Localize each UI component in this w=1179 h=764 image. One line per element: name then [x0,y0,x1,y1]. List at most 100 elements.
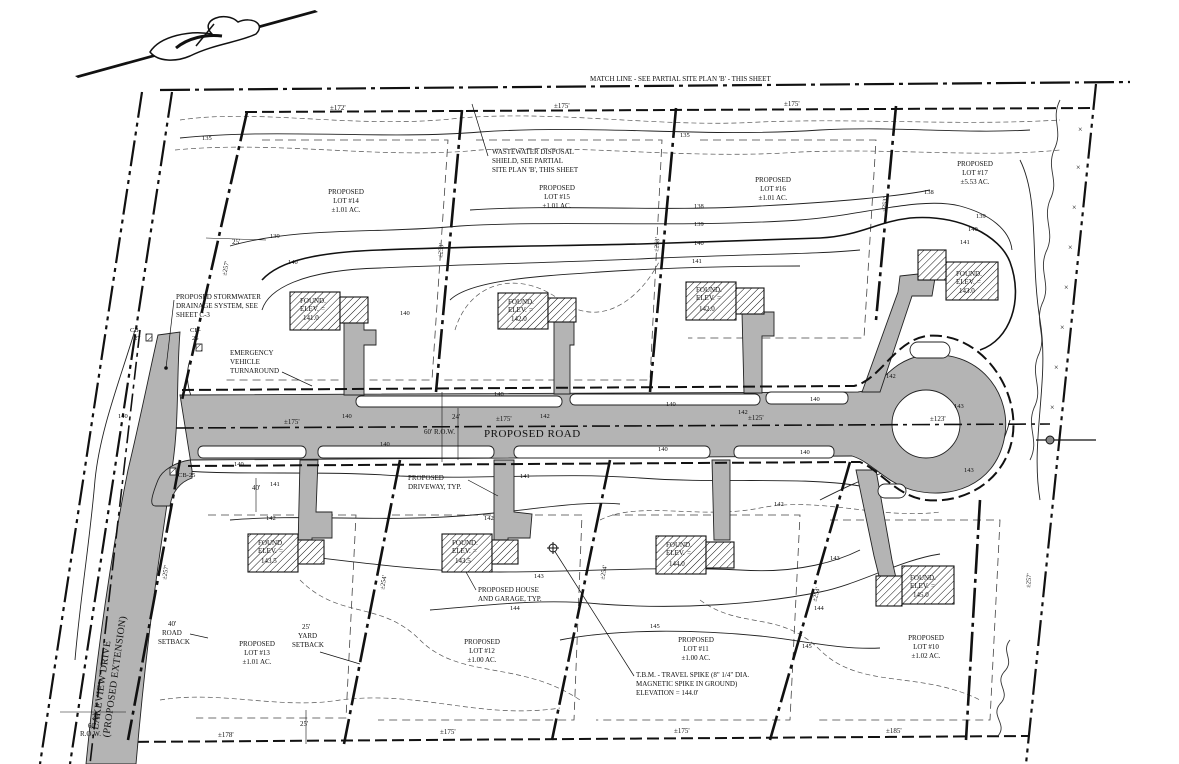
garage-lot-13 [297,539,325,565]
svg-text:TURNAROUND: TURNAROUND [230,367,279,375]
svg-text:142: 142 [774,501,784,508]
svg-text:142: 142 [886,373,896,380]
svg-text:140: 140 [342,413,352,420]
driveway-note: PROPOSED DRIVEWAY, TYP. [408,474,499,497]
svg-text:LOT #12: LOT #12 [469,647,495,655]
svg-text:PROPOSED: PROPOSED [755,176,791,184]
garage-lot-14 [339,296,369,324]
svg-text:×: × [1060,323,1065,332]
svg-text:140: 140 [400,310,410,317]
svg-text:±257': ±257' [221,261,231,277]
garage-lot-12 [491,539,519,565]
svg-text:145: 145 [650,623,660,630]
svg-text:FOUND.: FOUND. [508,298,534,306]
svg-text:±172': ±172' [330,104,346,112]
catch-basin-27-icon [145,333,153,342]
boundary-dimensions: ±172' ±175' ±175' ±178' ±175' ±175' ±185… [161,100,1033,744]
match-line: MATCH LINE - SEE PARTIAL SITE PLAN 'B' -… [159,75,1131,92]
svg-text:140: 140 [118,413,128,420]
svg-text:144: 144 [814,605,825,612]
svg-text:142: 142 [266,515,276,522]
svg-text:141: 141 [960,239,970,246]
road-islands [197,341,961,499]
svg-text:60': 60' [88,722,96,730]
tbm-note: T.B.M. - TRAVEL SPIKE (8" 1/4" DIA. MAGN… [553,549,749,697]
house-lot-12 [441,533,493,573]
found-label-lot-12: FOUND. ELEV. = 143.5 [452,539,478,565]
svg-text:±175': ±175' [440,728,456,736]
svg-text:FOUND.: FOUND. [300,297,326,305]
svg-text:T.B.M. - TRAVEL SPIKE (8" 1/4": T.B.M. - TRAVEL SPIKE (8" 1/4" DIA. [636,671,749,679]
svg-text:=: = [931,582,935,590]
svg-text:140: 140 [380,441,390,448]
survey-point-icon [1036,435,1096,445]
svg-text:±178': ±178' [218,731,234,739]
svg-text:±254': ±254' [599,565,609,581]
house-lot-17 [945,261,999,301]
found-label-lot-14: FOUND. ELEV. = 141.0 [300,297,326,322]
svg-text:PROPOSED: PROPOSED [239,640,275,648]
houses [247,249,999,607]
svg-text:±253': ±253' [653,237,661,252]
svg-text:CB-: CB- [130,327,141,334]
svg-text:LOT #17: LOT #17 [962,169,988,177]
svg-text:±123': ±123' [930,415,946,423]
svg-text:ELEVATION = 144.0': ELEVATION = 144.0' [636,689,698,697]
svg-text:R.O.W.: R.O.W. [80,730,101,738]
svg-text:PROPOSED: PROPOSED [908,634,944,642]
svg-text:=: = [529,306,533,314]
svg-text:142.0: 142.0 [511,315,527,323]
svg-text:FOUND.: FOUND. [696,286,722,294]
svg-text:LOT #14: LOT #14 [333,197,359,205]
svg-text:25': 25' [302,623,310,631]
svg-text:=: = [717,294,721,302]
svg-text:±254': ±254' [811,587,822,603]
road-name: PROPOSED ROAD [484,428,581,440]
svg-text:40': 40' [168,620,176,628]
catch-basin-25b-icon [169,467,177,476]
svg-text:FOUND.: FOUND. [666,541,692,549]
svg-text:145.0: 145.0 [913,591,929,599]
svg-text:140: 140 [494,391,504,398]
svg-text:=: = [473,547,477,555]
house-note: PROPOSED HOUSE AND GARAGE, TYP. [465,571,542,603]
svg-text:ELEV.: ELEV. [666,549,685,557]
svg-text:×: × [1072,203,1077,212]
svg-text:±1.01 AC.: ±1.01 AC. [543,202,572,210]
svg-text:±1.01 AC.: ±1.01 AC. [332,206,361,214]
house-lot-10 [901,565,955,605]
svg-text:ELEV.: ELEV. [452,547,471,555]
svg-text:142: 142 [738,409,748,416]
svg-text:143: 143 [954,403,964,410]
svg-text:DRIVEWAY, TYP.: DRIVEWAY, TYP. [408,483,462,491]
svg-text:±175': ±175' [284,418,300,426]
svg-text:139: 139 [270,233,280,240]
svg-text:138: 138 [694,203,704,210]
driveways [297,271,937,581]
svg-text:±175': ±175' [674,727,690,735]
road-labels: PROPOSED ROAD 60' R.O.W. 24' ±175' ±175'… [284,392,946,462]
svg-text:CB-25: CB-25 [178,472,195,479]
notes: WASTEWATER DISPOSAL SHIELD, SEE PARTIAL … [158,103,749,697]
svg-text:LOT #11: LOT #11 [683,645,709,653]
road-width: 24' [452,413,460,421]
svg-text:141.0: 141.0 [303,314,319,322]
svg-text:=: = [977,278,981,286]
svg-text:ELEV.: ELEV. [910,582,929,590]
svg-text:FOUND.: FOUND. [956,270,982,278]
svg-text:×: × [1068,243,1073,252]
svg-text:25': 25' [232,238,240,246]
svg-text:SHEET C-3: SHEET C-3 [176,311,210,319]
svg-text:=: = [321,305,325,313]
svg-text:LOT #13: LOT #13 [244,649,270,657]
svg-text:142.0: 142.0 [699,305,715,313]
svg-text:LOT #10: LOT #10 [913,643,939,651]
svg-text:DRAINAGE SYSTEM, SEE: DRAINAGE SYSTEM, SEE [176,302,258,310]
svg-text:143: 143 [534,573,544,580]
garage-lot-16 [735,287,765,315]
house-lot-15 [497,292,549,330]
svg-text:PROPOSED: PROPOSED [539,184,575,192]
